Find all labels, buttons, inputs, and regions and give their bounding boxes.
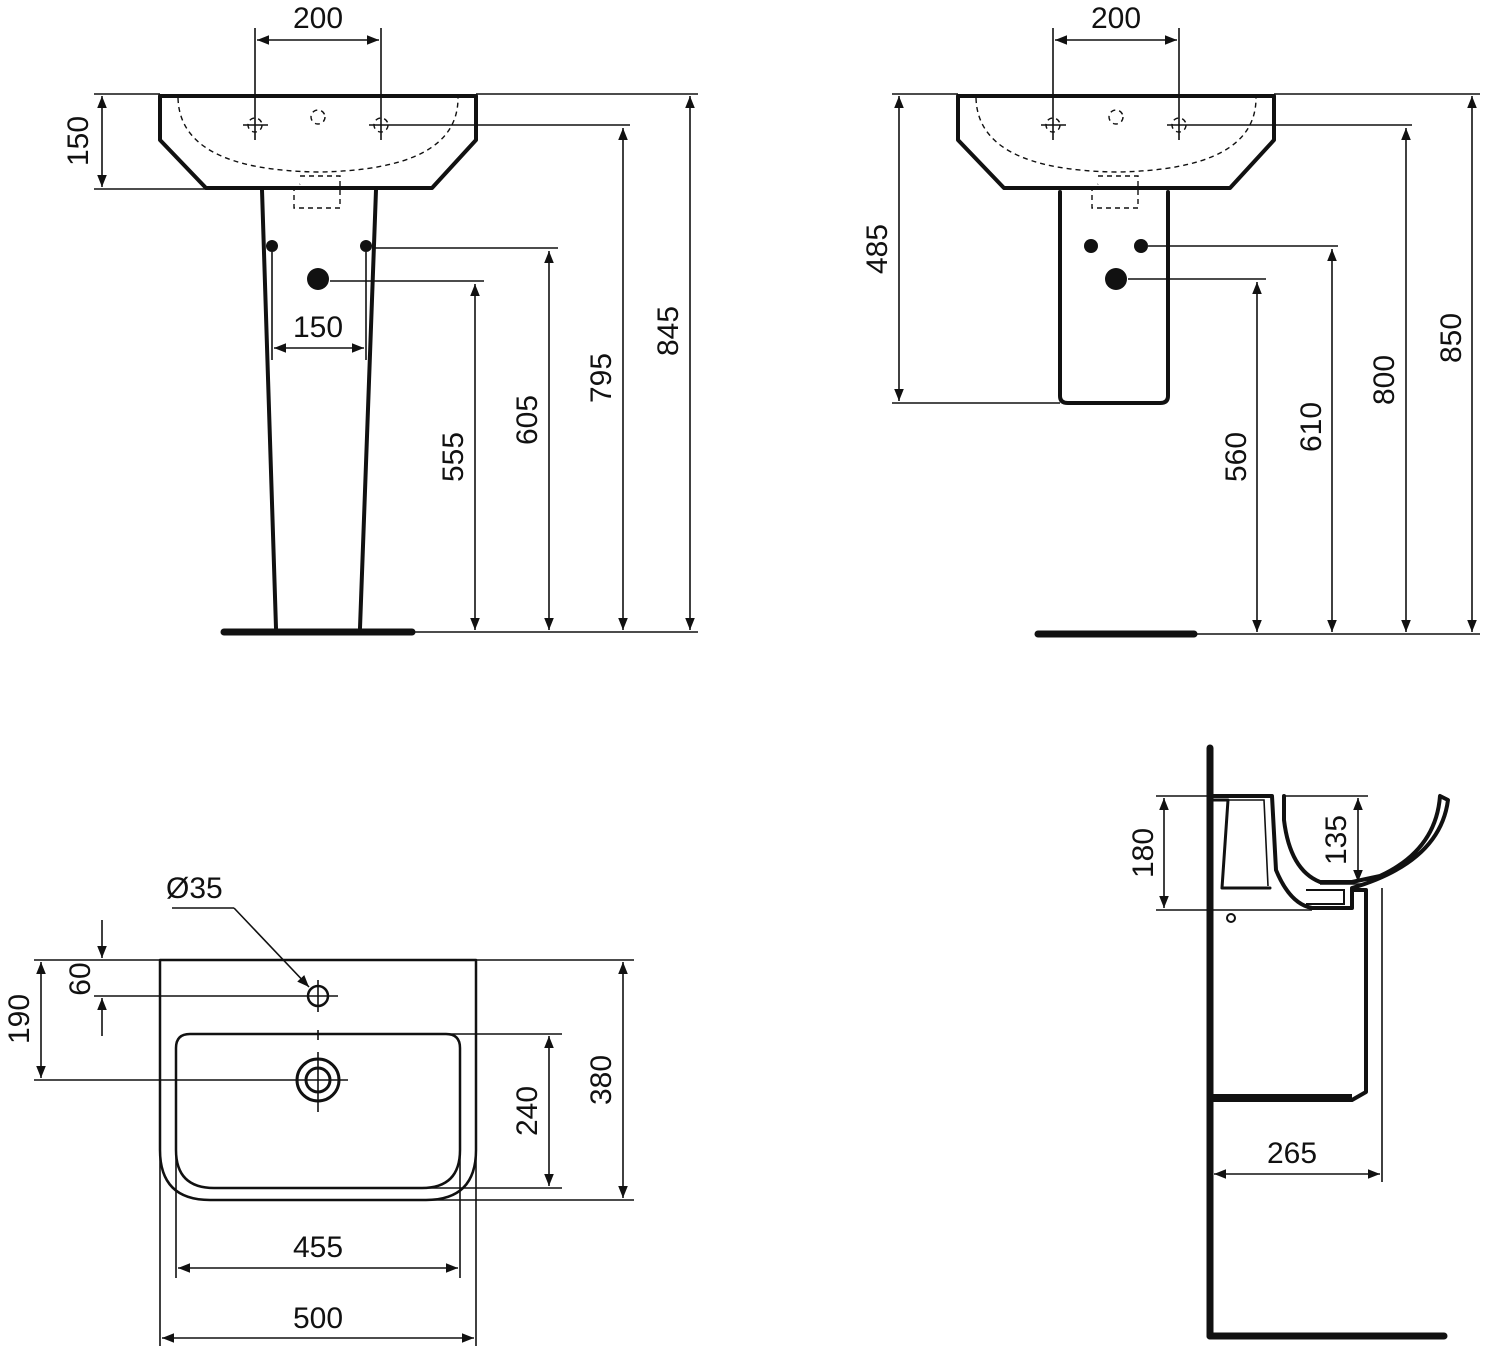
- waste-hidden: [293, 175, 341, 209]
- basin-outline: [158, 94, 478, 190]
- dim-bowl-depth: 240: [511, 1086, 544, 1136]
- fixing-hole-right: [1134, 239, 1148, 253]
- plan-view: Ø35 60 190 240 380 455 500: [3, 872, 634, 1346]
- dim-tap-height: 800: [1368, 355, 1401, 405]
- dim-tap-spacing: 200: [293, 2, 343, 35]
- dim-tap-spacing: 200: [1091, 2, 1141, 35]
- front-view-pedestal: 200 150 150 555 605 795 845: [62, 2, 698, 636]
- dim-fixing-spacing: 150: [293, 311, 343, 344]
- dim-overall-height: 845: [652, 306, 685, 356]
- dim-overall-depth: 380: [585, 1055, 618, 1105]
- semi-pedestal-side: [1210, 888, 1368, 1102]
- basin-side-profile: [1210, 794, 1450, 910]
- dim-basin-height: 150: [62, 116, 95, 166]
- dim-bowl-depth: 135: [1320, 815, 1353, 865]
- waste-hidden: [1091, 175, 1139, 209]
- fixing-hole-left: [1084, 239, 1098, 253]
- dim-supply-height: 605: [511, 395, 544, 445]
- semi-pedestal-outline: [1058, 190, 1170, 405]
- basin-bowl-hidden: [975, 97, 1257, 173]
- dim-tap-hole-diameter: Ø35: [166, 872, 223, 905]
- side-view: 180 135 265: [1127, 744, 1450, 1340]
- waste-outlet: [1105, 268, 1127, 290]
- dim-semi-pedestal-height: 485: [861, 224, 894, 274]
- dim-waste-height: 555: [437, 432, 470, 482]
- dim-overall-width: 500: [293, 1302, 343, 1335]
- fixing-hole-left: [266, 240, 278, 252]
- tap-hole-center: [310, 109, 326, 125]
- tap-hole-center: [1108, 109, 1124, 125]
- dim-supply-height: 610: [1295, 402, 1328, 452]
- dim-tap-height: 795: [585, 353, 618, 403]
- basin-outline: [956, 94, 1276, 190]
- dim-waste-height: 560: [1220, 432, 1253, 482]
- dim-rim-height: 180: [1127, 828, 1160, 878]
- basin-bowl-hidden: [177, 97, 459, 173]
- pedestal-outline: [260, 188, 378, 630]
- dim-waste-offset: 190: [3, 994, 36, 1044]
- dim-bowl-width: 455: [293, 1231, 343, 1264]
- dim-projection: 265: [1267, 1137, 1317, 1170]
- waste-outlet: [307, 268, 329, 290]
- front-view-semi-pedestal: 200 485 560 610 800 850: [861, 2, 1480, 638]
- basin-bowl-outline: [174, 1032, 462, 1190]
- fixing-hole-right: [360, 240, 372, 252]
- dim-tap-hole-offset: 60: [64, 962, 97, 995]
- dim-overall-height: 850: [1435, 313, 1468, 363]
